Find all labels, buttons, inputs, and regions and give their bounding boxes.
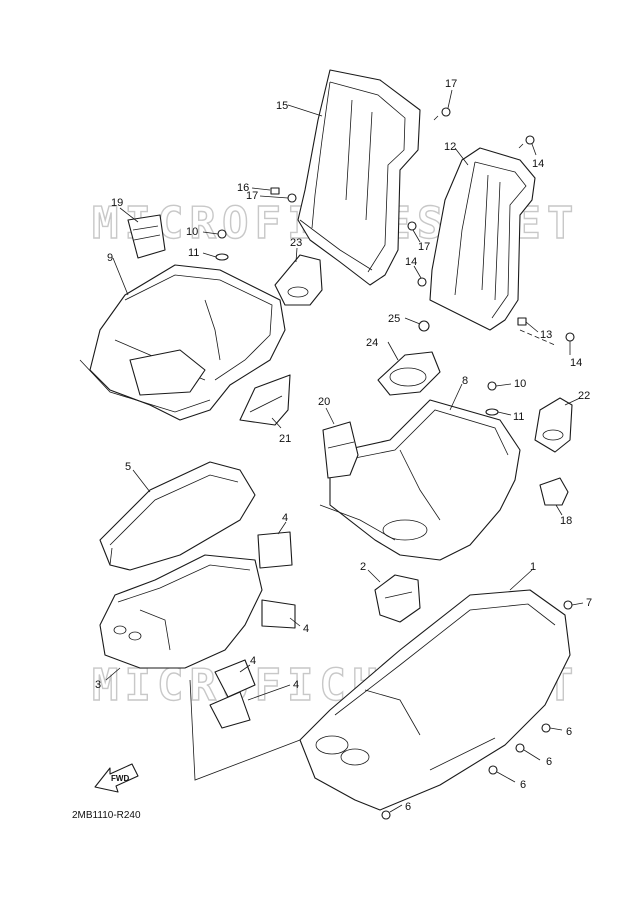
clip-6-c: [488, 765, 498, 775]
screw-14-c: [565, 332, 575, 342]
part-12-seat-back-panel-right: [429, 147, 556, 346]
screw-17-a: [433, 107, 451, 121]
screw-17-c: [407, 221, 417, 231]
callout-2: 2: [360, 561, 366, 573]
callout-14-b: 14: [405, 256, 417, 268]
diagram-code: 2MB1110-R240: [72, 810, 141, 821]
screw-14-a: [518, 135, 535, 149]
callout-10-b: 10: [514, 378, 526, 390]
callout-14-c: 14: [570, 357, 582, 369]
screw-7: [563, 600, 573, 610]
screw-14-b: [417, 277, 427, 287]
callout-23: 23: [290, 237, 302, 249]
callouts: 17 15 12 14 16 17 19 10 17 23 11 9 14 25…: [95, 78, 592, 813]
part-19-bracket: [127, 214, 166, 259]
callout-6-a: 6: [566, 726, 572, 738]
callout-24: 24: [366, 337, 378, 349]
callout-21: 21: [279, 433, 291, 445]
leader-lines: [105, 89, 584, 813]
callout-17-a: 17: [445, 78, 457, 90]
fwd-label: FWD: [111, 774, 129, 783]
callout-6-b: 6: [546, 756, 552, 768]
callout-4-d: 4: [293, 679, 299, 691]
part-1-center-console: [299, 589, 571, 811]
washer-11-a: [215, 253, 229, 261]
callout-4-c: 4: [250, 655, 256, 667]
callout-6-d: 6: [405, 801, 411, 813]
part-8-seat-base-right: [319, 399, 521, 561]
callout-22: 22: [578, 390, 590, 402]
part-18-clip: [539, 477, 569, 506]
callout-12: 12: [444, 141, 456, 153]
callout-11-b: 11: [513, 411, 524, 423]
screw-25: [418, 320, 430, 332]
part-15-seat-back-panel-left: [297, 69, 421, 286]
callout-18: 18: [560, 515, 572, 527]
callout-20: 20: [318, 396, 330, 408]
callout-8: 8: [462, 375, 468, 387]
callout-4-a: 4: [282, 512, 288, 524]
part-20-bracket: [322, 421, 359, 479]
part-24-cup-holder-bracket: [377, 351, 441, 396]
part-22-bracket: [534, 397, 573, 453]
callout-14-a: 14: [532, 158, 544, 170]
callout-16: 16: [237, 182, 249, 194]
callout-5: 5: [125, 461, 131, 473]
clip-16: [270, 187, 280, 195]
callout-7: 7: [586, 597, 592, 609]
washer-11-b: [485, 408, 499, 416]
part-23-bracket: [274, 254, 323, 306]
part-4-pads: [209, 531, 296, 729]
part-2-shift-boot: [374, 574, 421, 623]
callout-9: 9: [107, 252, 113, 264]
part-5-console-lid: [99, 461, 256, 571]
screw-10-a: [217, 229, 227, 239]
clip-6-d: [381, 810, 391, 820]
callout-3: 3: [95, 679, 101, 691]
callout-25: 25: [388, 313, 400, 325]
part-21-panel: [239, 374, 291, 426]
callout-1: 1: [530, 561, 536, 573]
callout-11-a: 11: [188, 247, 199, 259]
callout-6-c: 6: [520, 779, 526, 791]
callout-4-b: 4: [303, 623, 309, 635]
clip-13: [517, 317, 527, 326]
screw-17-b: [287, 193, 297, 203]
part-3-console-box: [99, 554, 263, 669]
fwd-arrow-icon: FWD: [94, 763, 139, 793]
screw-10-b: [487, 381, 497, 391]
part-9-seat-base-left: [79, 264, 286, 421]
callout-10-a: 10: [186, 226, 198, 238]
callout-17-b: 17: [246, 190, 258, 202]
clip-6-b: [515, 743, 525, 753]
callout-15: 15: [276, 100, 288, 112]
callout-13: 13: [540, 329, 552, 341]
callout-17-c: 17: [418, 241, 430, 253]
callout-19: 19: [111, 197, 123, 209]
clip-6-a: [541, 723, 551, 733]
fasteners: [215, 107, 575, 820]
